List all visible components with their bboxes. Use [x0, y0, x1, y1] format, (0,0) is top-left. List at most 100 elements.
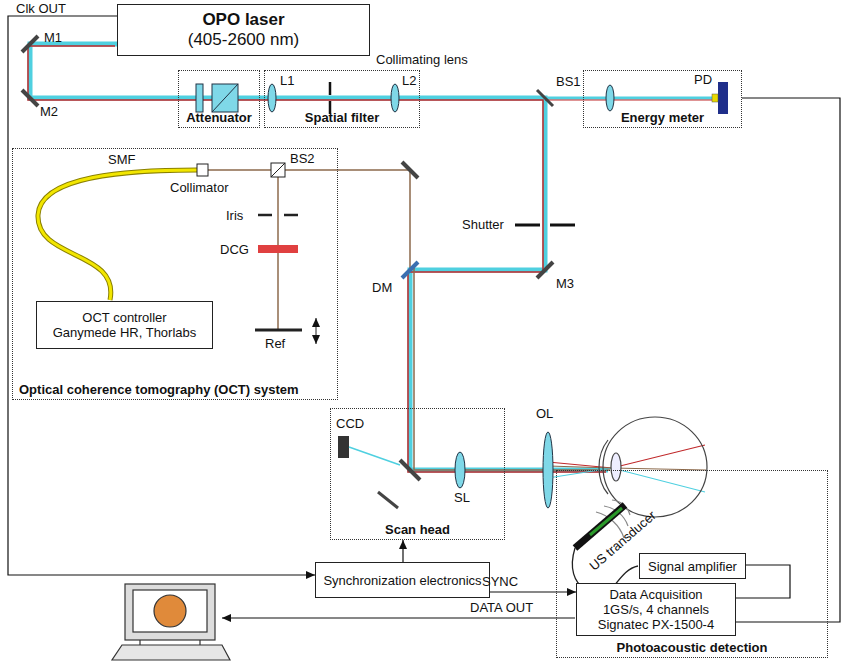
part-label: Iris	[226, 208, 243, 223]
computer	[125, 584, 215, 640]
daq-box: Data Acquisition1GS/s, 4 channelsSignate…	[576, 583, 736, 636]
part-label: Collimating lens	[376, 52, 468, 67]
mirror	[400, 460, 420, 480]
ccd-camera	[338, 436, 349, 458]
connector	[736, 98, 840, 622]
laser-box: OPO laser(405-2600 nm)	[117, 4, 370, 56]
group-title: Spatial filter	[305, 110, 379, 125]
computer	[112, 645, 230, 660]
pinhole	[329, 82, 332, 114]
eye	[603, 417, 707, 517]
laser-beam	[30, 44, 608, 470]
computer	[112, 584, 230, 660]
data-out-arrow	[222, 618, 575, 619]
photodiode	[712, 94, 718, 102]
data-out-arrow	[222, 617, 575, 618]
pinhole	[329, 82, 332, 95]
oct-optics	[271, 163, 285, 177]
box-text: 1GS/s, 4 channels	[603, 602, 709, 617]
laser-beam	[28, 46, 606, 472]
part-label: US transducer	[586, 507, 659, 573]
attenuator-optics	[212, 84, 238, 112]
group-title: Optical coherence tomography (OCT) syste…	[19, 382, 299, 397]
part-label: PD	[694, 72, 712, 87]
computer	[140, 640, 200, 645]
oct-optics	[258, 245, 298, 253]
computer	[154, 595, 186, 627]
oct-optics	[316, 318, 317, 344]
part-label: BS2	[290, 151, 315, 166]
group-title: Energy meter	[621, 110, 704, 125]
shutter	[550, 224, 575, 227]
mirror	[378, 492, 398, 508]
lens	[543, 432, 553, 508]
connector	[402, 540, 403, 562]
photodiode	[718, 82, 728, 114]
mirror	[402, 262, 418, 278]
part-label: SYNC	[482, 574, 518, 589]
box-text: OCT controller	[82, 310, 166, 325]
ccd-camera	[349, 447, 400, 465]
part-label: BS1	[556, 74, 581, 89]
laser-beam	[545, 99, 718, 100]
attenuator-optics	[196, 84, 238, 112]
oct-optics	[255, 329, 302, 332]
box-text: Signal amplifier	[648, 559, 737, 574]
laser-beam	[545, 97, 718, 100]
amplifier-box: Signal amplifier	[639, 553, 746, 579]
part-label: Clk OUT	[16, 1, 66, 16]
oct-beam	[205, 170, 610, 470]
part-label: L1	[280, 73, 294, 88]
photodiode	[712, 82, 728, 114]
oct-optics	[258, 214, 272, 217]
box-text: OPO laser	[202, 10, 284, 30]
mirror	[537, 90, 553, 106]
lens	[268, 84, 276, 112]
box-text: Synchronization electronics	[323, 573, 481, 588]
mirror	[22, 36, 553, 508]
group-title: Photoacoustic detection	[617, 640, 768, 655]
mirror	[402, 162, 418, 178]
mirror	[537, 262, 553, 278]
part-label: M2	[40, 104, 58, 119]
attenuator-optics	[196, 84, 203, 112]
us-transducer	[590, 508, 622, 535]
sample-arm-rays	[548, 445, 706, 492]
eye	[611, 453, 621, 481]
attenuator-optics	[212, 84, 238, 112]
box-text: Ganymede HR, Thorlabs	[53, 325, 197, 340]
part-label: M3	[556, 276, 574, 291]
lens	[606, 85, 614, 111]
attenuator-group: Attenuator	[178, 70, 260, 128]
box-text: Data Acquisition	[609, 587, 702, 602]
part-label: M1	[44, 30, 62, 45]
energy-meter-group: Energy meter	[583, 70, 742, 128]
oct-optics	[197, 164, 208, 176]
shutter	[515, 224, 575, 227]
group-title: Attenuator	[186, 110, 252, 125]
part-label: Shutter	[462, 217, 504, 232]
part-label: DM	[372, 280, 392, 295]
controller-box: OCT controllerGanymede HR, Thorlabs	[36, 301, 213, 349]
part-label: SL	[454, 490, 470, 505]
eye	[599, 440, 608, 494]
oct-beam	[205, 170, 410, 270]
box-text: Signatec PX-1500-4	[598, 617, 714, 632]
part-label: Collimator	[170, 180, 229, 195]
shutter	[515, 224, 540, 227]
sample-arm-rays	[548, 468, 705, 492]
connector	[490, 591, 576, 592]
part-label: L2	[402, 73, 416, 88]
computer	[133, 590, 207, 632]
oct-beam	[414, 268, 610, 470]
part-label: DATA OUT	[470, 600, 533, 615]
mirror	[22, 90, 38, 106]
sync-box: Synchronization electronics	[315, 562, 490, 598]
part-label: SMF	[108, 152, 135, 167]
ccd-camera	[338, 436, 400, 465]
part-label: DCG	[220, 242, 249, 257]
mirror	[22, 36, 38, 52]
lens	[455, 452, 465, 488]
part-label: Ref	[265, 336, 285, 351]
